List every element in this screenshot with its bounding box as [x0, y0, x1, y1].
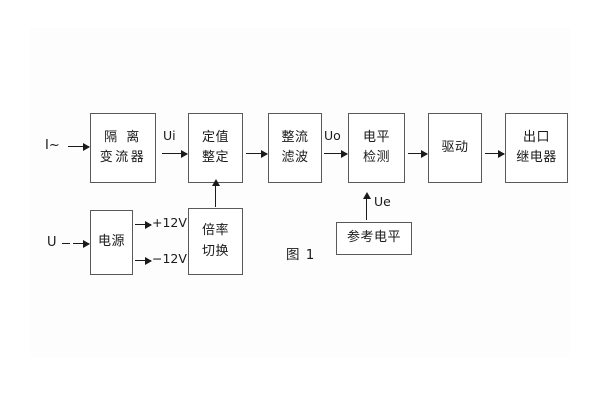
arrow-reference-level-to-level-detect [362, 192, 371, 220]
block-level-detect[interactable]: 电平 检测 [348, 113, 405, 183]
arrow-current-to-isolation-ct [68, 142, 90, 151]
current-input-label: I~ [45, 138, 60, 153]
block-ratio-switch-line-2: 切换 [201, 243, 229, 259]
block-reference-level-line-1: 参考电平 [346, 230, 401, 246]
signal-ue-label: Ue [374, 194, 391, 209]
voltage-input-lead-dash [62, 243, 70, 244]
block-rectify-filter-line-2: 滤波 [281, 150, 309, 165]
arrow-voltage-to-power-supply [73, 239, 90, 248]
block-output-relay[interactable]: 出口 继电器 [505, 113, 568, 183]
voltage-input-label: U [47, 235, 57, 250]
block-ratio-switch-line-1: 倍率 [201, 223, 229, 239]
signal-uo-label: Uo [324, 128, 341, 143]
arrow-setting-value-to-rectify-filter [246, 149, 268, 158]
block-level-detect-line-2: 检测 [362, 150, 390, 165]
block-isolation-ct-line-1: 隔 离 [104, 129, 142, 145]
block-reference-level[interactable]: 参考电平 [336, 222, 412, 255]
block-isolation-ct-line-2: 变流器 [99, 150, 147, 165]
block-power-supply-line-1: 电源 [97, 234, 125, 250]
block-setting-value-line-1: 定值 [201, 129, 229, 145]
arrow-rail-pos [135, 220, 152, 229]
figure-caption: 图 1 [286, 247, 316, 263]
block-power-supply[interactable]: 电源 [90, 210, 133, 275]
block-driver-line-1: 驱动 [441, 139, 469, 155]
block-driver[interactable]: 驱动 [428, 113, 482, 183]
signal-ui-label: Ui [163, 128, 176, 143]
block-rectify-filter-line-1: 整流 [281, 129, 309, 145]
block-setting-value-line-2: 整定 [201, 150, 229, 165]
arrow-driver-to-output-relay [485, 149, 505, 158]
diagram-panel [30, 28, 570, 358]
arrow-ratio-switch-to-setting-value [211, 179, 220, 207]
arrow-rectify-filter-to-level-detect [324, 149, 348, 158]
arrow-level-detect-to-driver [408, 149, 428, 158]
rail-neg-label: −12V [152, 251, 187, 266]
arrow-isolation-ct-to-setting-value [162, 149, 188, 158]
block-setting-value[interactable]: 定值 整定 [188, 113, 243, 183]
rail-pos-label: +12V [152, 215, 187, 230]
block-output-relay-line-1: 出口 [522, 129, 550, 145]
arrow-rail-neg [135, 256, 152, 265]
block-level-detect-line-1: 电平 [362, 129, 390, 145]
block-ratio-switch[interactable]: 倍率 切换 [188, 208, 243, 275]
block-isolation-ct[interactable]: 隔 离 变流器 [90, 113, 156, 183]
block-rectify-filter[interactable]: 整流 滤波 [268, 113, 322, 183]
block-output-relay-line-2: 继电器 [516, 150, 557, 165]
